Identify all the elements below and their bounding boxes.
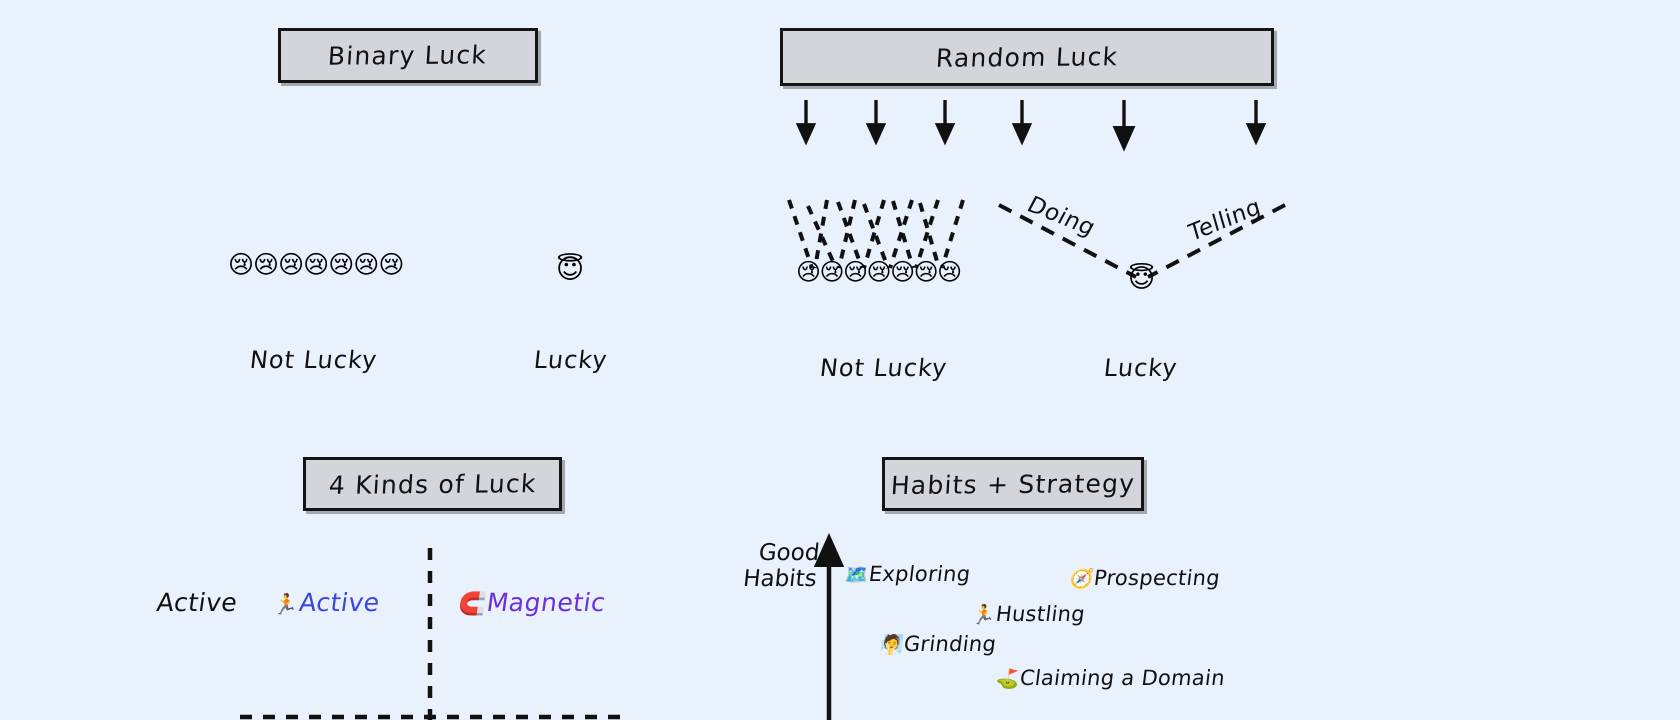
habit-item-prospecting-label: Prospecting [1092,566,1222,590]
random-luck-lucky-label: Lucky [1102,354,1180,382]
habit-item-claiming-a-domain: ⛳Claiming a Domain [995,666,1227,690]
runner-icon: 🏃 [970,604,998,626]
habit-item-prospecting: 🧭Prospecting [1069,566,1222,590]
habit-item-claiming-a-domain-label: Claiming a Domain [1018,666,1227,690]
habit-item-grinding-label: Grinding [902,632,998,656]
four-kinds-item-active-running: 🏃Active [272,588,382,617]
habit-item-exploring-label: Exploring [867,562,972,586]
random-luck-title: Random Luck [934,41,1120,73]
magnet-icon: 🧲 [456,592,489,617]
golf-flag-icon: ⛳ [994,668,1022,690]
compass-icon: 🧭 [1068,568,1096,590]
person-steam-icon: 🧖 [878,634,906,656]
good-habits-line1: Good [757,540,821,566]
random-luck-not-lucky-emojis: 😢😢😢😢😢😢😢 [796,258,962,286]
binary-luck-lucky-emoji: 😇 [556,254,585,285]
good-habits-line2: Habits [741,566,818,593]
good-habits-axis-label: Good Habits [737,540,821,593]
four-kinds-title-box: 4 Kinds of Luck [303,457,562,511]
binary-luck-title: Binary Luck [327,40,489,71]
random-luck-telling-label: Telling [1186,193,1264,248]
four-kinds-item-active-plain: Active [155,588,239,617]
binary-luck-not-lucky-emojis: 😢😢😢😢😢😢😢 [228,250,404,279]
random-luck-doing-label: Doing [1022,192,1100,242]
random-luck-arrows [795,100,1267,152]
four-kinds-title: 4 Kinds of Luck [327,468,538,500]
four-kinds-item-active-plain-label: Active [154,588,240,617]
binary-luck-title-box: Binary Luck [278,28,538,83]
binary-luck-not-lucky-label: Not Lucky [248,346,379,374]
habit-item-hustling: 🏃Hustling [971,602,1087,626]
habit-item-exploring: 🗺️Exploring [844,562,972,586]
random-luck-not-lucky-label: Not Lucky [818,354,949,382]
four-kinds-item-active-running-label: Active [297,588,382,617]
binary-luck-lucky-label: Lucky [532,346,610,374]
random-luck-title-box: Random Luck [780,28,1274,86]
random-luck-lucky-emoji: 😇 [1128,264,1156,294]
four-kinds-item-magnetic: 🧲Magnetic [457,588,607,617]
habits-strategy-title-box: Habits + Strategy [882,457,1144,511]
four-kinds-axes [240,548,620,720]
four-kinds-item-magnetic-label: Magnetic [484,588,608,617]
habit-item-hustling-label: Hustling [994,602,1087,626]
habits-strategy-title: Habits + Strategy [889,468,1137,500]
habit-item-grinding: 🧖Grinding [879,632,998,656]
map-icon: 🗺️ [843,564,871,586]
